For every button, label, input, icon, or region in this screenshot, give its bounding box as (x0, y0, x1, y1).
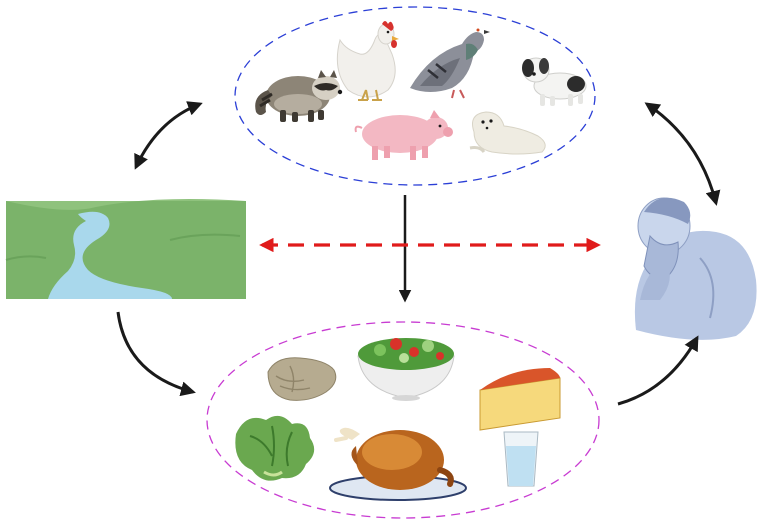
arrows (116, 101, 721, 406)
cheese-icon (479, 368, 561, 431)
roast-chicken-icon (329, 427, 467, 501)
arrow-animals-human (644, 102, 721, 206)
animal-group-boundary (234, 6, 596, 186)
salad-bowl-icon (357, 338, 455, 401)
grass-field (6, 201, 246, 299)
seal-icon (469, 111, 546, 155)
arrow-environment-food (116, 311, 196, 397)
arrow-food-human (617, 335, 699, 406)
sick-person-icon (634, 197, 757, 340)
food-group-boundary (206, 321, 600, 519)
food-group (206, 321, 600, 519)
chicken-icon (336, 21, 399, 101)
lettuce-icon (235, 415, 315, 481)
river-icon (5, 199, 246, 299)
pig-icon (354, 110, 453, 160)
raccoon-icon (255, 70, 343, 122)
dog-icon (522, 57, 587, 106)
water-glass-icon (503, 431, 539, 487)
river-water (48, 211, 172, 299)
oyster-icon (267, 357, 337, 401)
pigeon-icon (410, 28, 490, 99)
arrow-animals-environment (134, 101, 203, 170)
animal-reservoir-group (234, 6, 596, 186)
